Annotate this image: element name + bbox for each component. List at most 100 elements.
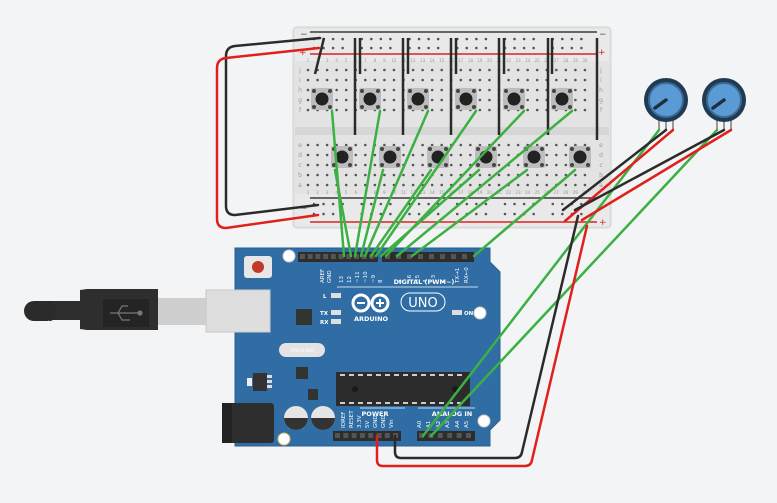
pushbutton [569,146,591,168]
potentiometers[interactable] [644,78,746,130]
pot-indicator [653,98,668,110]
hole [306,108,310,112]
chip-pin [340,374,345,376]
pushbutton [455,88,477,110]
hole [583,68,587,72]
column-number: 22 [506,190,512,195]
column-number: 2 [316,190,319,195]
column-number: 18 [468,58,474,63]
row-letter: d [298,152,302,159]
wire-button-to-pin [395,109,574,258]
led-rx [331,319,341,324]
pin-label: 5V [365,421,371,428]
column-number: 7 [364,58,367,63]
rail-hole [379,212,383,216]
hole [411,173,415,177]
hole [411,68,415,72]
pin-label: ~10 [363,271,369,283]
header-pin [359,433,365,438]
header-pin [466,433,471,438]
header-pin [335,433,340,438]
hole [344,88,348,92]
hole [478,143,482,147]
chip-pin [385,402,390,404]
hole [535,143,539,147]
wire-gnd-to-rail [393,214,580,460]
hole [526,183,529,187]
hole [459,163,463,167]
hole [535,108,539,112]
button-cap [527,150,541,164]
column-number: 25 [535,58,541,63]
pin-label: A2 [436,421,442,428]
pin-label: 13 [339,276,345,283]
uno-badge [400,292,446,312]
chip-pin [457,402,462,404]
pin-label: AREF [320,269,326,283]
pushbutton [523,146,545,168]
header-pin [353,254,359,259]
hole [516,163,520,167]
mount-hole [277,432,291,446]
hole [325,143,329,147]
hole [440,183,444,187]
wire-pot2-gnd [573,128,726,212]
hole [430,88,434,92]
header-pin [330,254,336,259]
row-letter: f [299,107,302,114]
rail-hole [561,202,564,206]
rail-hole [370,46,373,50]
mount-hole [282,249,296,263]
digital-label: DIGITAL (PWM~) [394,278,455,286]
rail-hole [417,202,421,206]
hole [574,108,577,112]
column-number: 10 [391,190,397,195]
chip-pin [412,402,417,404]
pot-leg [665,118,667,130]
capacitor [311,406,335,430]
rail-hole [436,46,440,50]
chip-pin [430,374,435,376]
hole [449,153,453,157]
header-pin [384,433,390,438]
rail-hole [475,212,478,216]
chip-pin [367,374,372,376]
hole [583,108,587,112]
crystal [279,343,325,357]
pin-label: GND [381,415,387,428]
hole [440,68,444,72]
hole [440,78,444,82]
hole [306,68,310,72]
jumper-wires [313,37,599,140]
hole [383,68,386,72]
rail-hole [465,37,469,41]
hole [488,173,491,177]
hole [574,143,577,147]
chip-pin [358,402,363,404]
hole [459,143,463,147]
chip-pin [349,374,354,376]
hole [535,88,539,92]
small-chip [296,367,308,379]
row-letter: f [600,107,603,114]
pushbutton [551,88,573,110]
hole [583,143,587,147]
chip-pin [403,374,408,376]
wires [215,36,733,468]
hole [411,78,415,82]
column-number: 18 [468,190,474,195]
usb-cable[interactable] [24,289,207,330]
hole [402,143,405,147]
hole [402,153,405,157]
hole [574,173,577,177]
hole [449,163,453,167]
rail-hole [503,212,507,216]
chip-pin [403,402,408,404]
rail-hole [417,37,421,41]
hole [574,78,577,82]
rail-hole [513,212,516,216]
rail-hole [580,46,583,50]
hole [583,78,587,82]
